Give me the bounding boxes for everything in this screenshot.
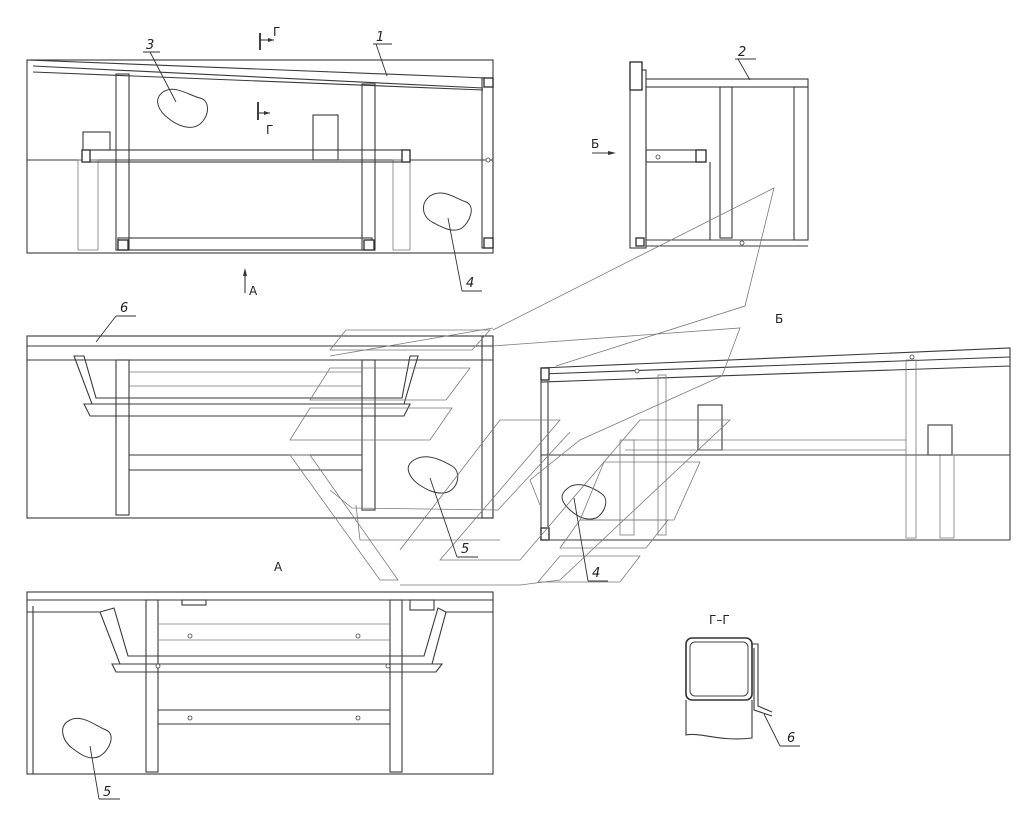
svg-text:3: 3 (146, 38, 154, 53)
callout-5-bottom: 5 (89, 745, 120, 800)
svg-text:4: 4 (592, 566, 600, 581)
view-a-title: А (274, 560, 283, 574)
section-g-g: Г–Г (685, 613, 773, 740)
svg-text:5: 5 (461, 542, 469, 557)
section-mark-bottom: Г (266, 123, 273, 137)
view-b-isometric (540, 347, 1011, 541)
view-b-title: Б (775, 312, 783, 326)
callout-4-b: 4 (573, 497, 608, 582)
view-b-arrow-label: Б (591, 137, 599, 151)
svg-text:1: 1 (376, 30, 384, 45)
view-a-arrow-label: А (249, 284, 258, 298)
callout-2: 2 (735, 45, 756, 81)
construction-lines (289, 187, 775, 586)
callout-4-top: 4 (447, 217, 482, 292)
side-view: Б (591, 61, 809, 249)
svg-text:6: 6 (120, 301, 128, 316)
break-out-4-b (561, 484, 607, 520)
section-title: Г–Г (709, 613, 730, 627)
svg-text:4: 4 (466, 276, 474, 291)
svg-text:2: 2 (738, 45, 746, 60)
callout-5-mid: 5 (429, 477, 478, 558)
section-mark-top: Г (273, 25, 280, 39)
view-a (26, 591, 494, 775)
break-out-5-mid (407, 456, 459, 494)
svg-text:5: 5 (103, 785, 111, 800)
callout-3: 3 (143, 38, 177, 103)
break-out-3 (157, 88, 208, 128)
callout-1: 1 (373, 30, 392, 77)
break-out-4-top (423, 192, 472, 231)
callout-6-section: 6 (763, 713, 800, 747)
middle-view (26, 335, 494, 519)
front-view: Г Г А (26, 25, 494, 298)
svg-text:6: 6 (787, 731, 795, 746)
break-out-5-bottom (62, 717, 112, 759)
callout-6-mid: 6 (95, 301, 136, 343)
